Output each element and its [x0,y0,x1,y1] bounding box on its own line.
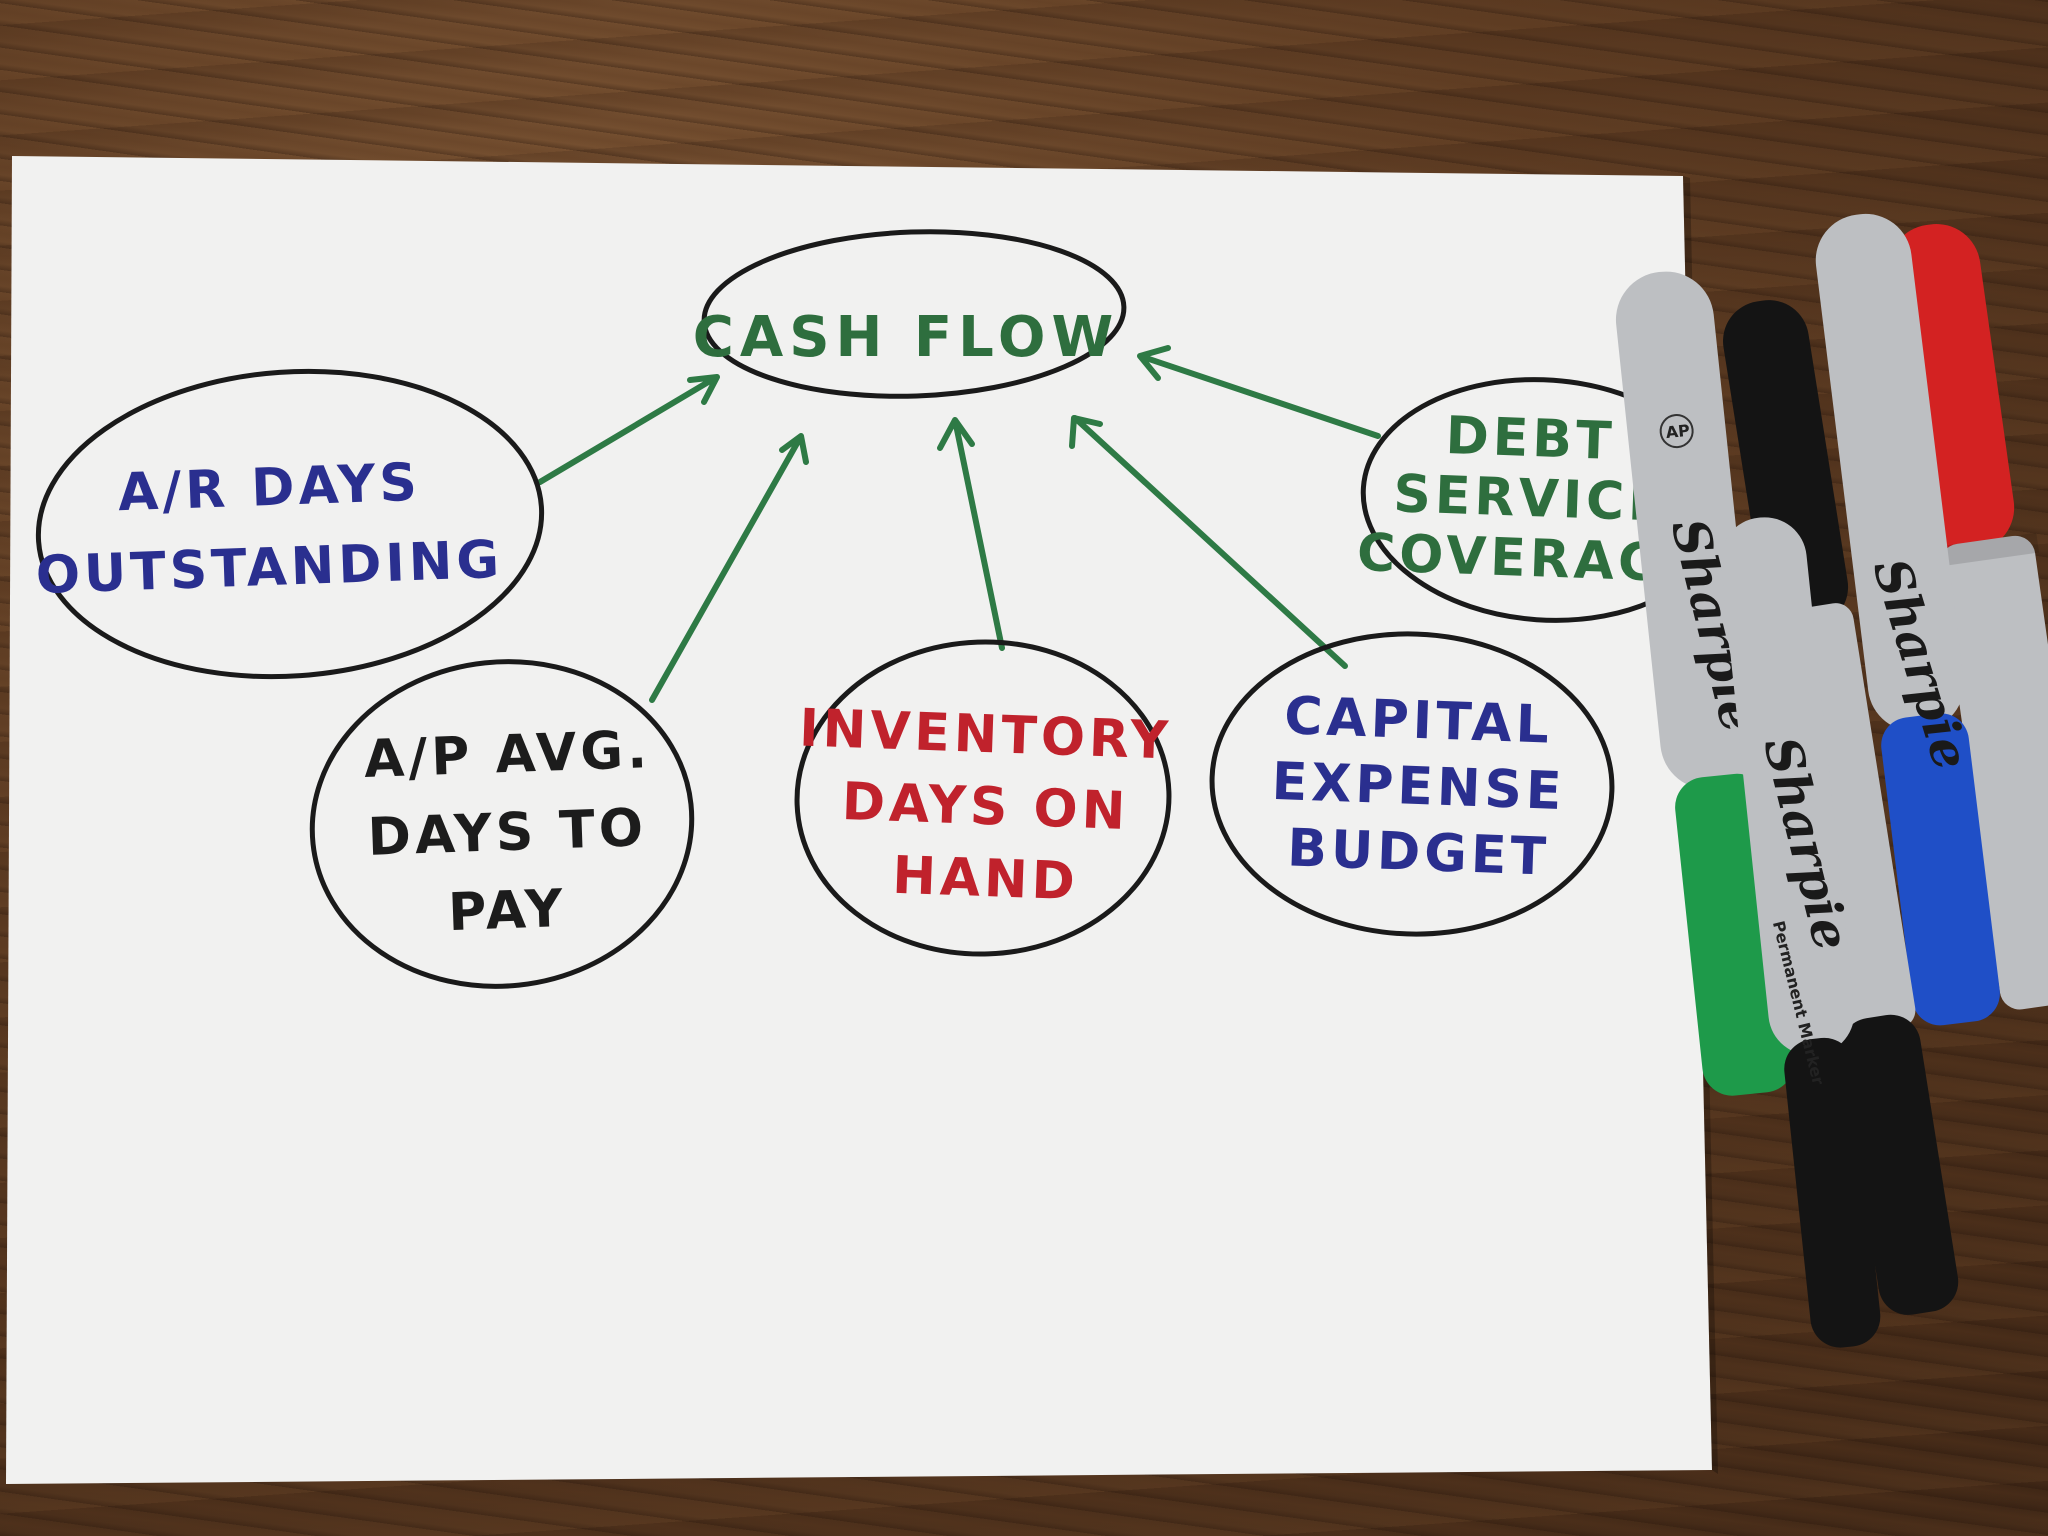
node-ar-line-0: A/R DAYS [117,453,422,524]
svg-text:AP: AP [1665,421,1691,442]
node-capex-line-1: EXPENSE [1271,752,1567,822]
node-debt-line-1: SERVICE [1392,464,1668,534]
center-label: CASH FLOW [693,305,1119,370]
node-debt-line-0: DEBT [1445,406,1617,472]
node-capex-line-2: BUDGET [1286,818,1551,887]
node-inv-line-1: DAYS ON [841,772,1130,842]
node-ap-line-2: PAY [447,879,567,943]
node-capex-line-0: CAPITAL [1283,686,1554,755]
node-ap-line-0: A/P AVG. [363,720,652,790]
node-ap-line-1: DAYS TO [367,798,648,868]
node-inv-line-2: HAND [891,846,1079,912]
